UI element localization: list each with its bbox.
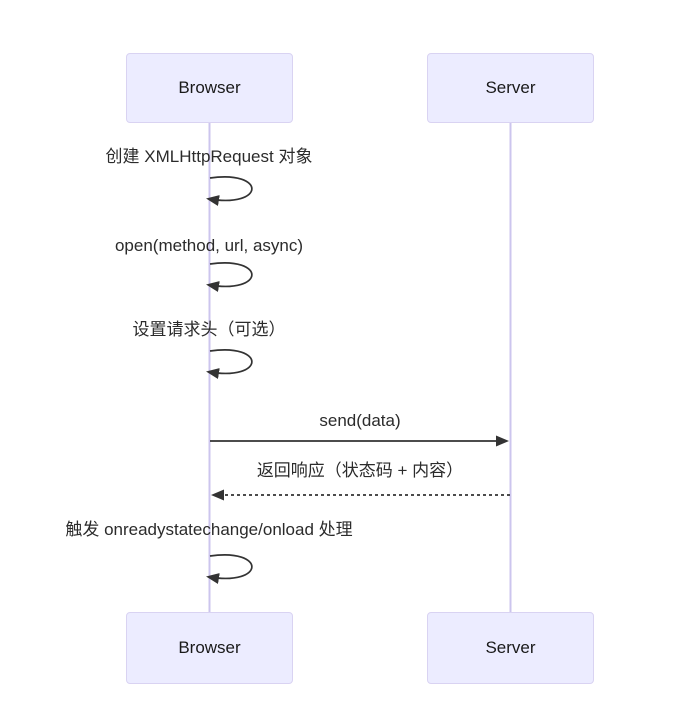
- actor-server-bottom: Server: [427, 612, 594, 684]
- self-loop-set-headers: [206, 349, 253, 379]
- actor-browser-bottom-label: Browser: [178, 638, 241, 657]
- self-loop-callback: [206, 554, 253, 584]
- actor-browser-bottom: Browser: [126, 612, 293, 684]
- message-label-send-data: send(data): [319, 411, 401, 430]
- actor-browser-top-label: Browser: [178, 78, 241, 97]
- actor-server-top: Server: [427, 53, 594, 123]
- self-loop-create-xhr: [206, 176, 253, 206]
- message-label-response: 返回响应（状态码 + 内容）: [256, 461, 464, 480]
- message-label-open: open(method, url, async): [114, 236, 304, 255]
- actor-server-bottom-label: Server: [485, 638, 536, 657]
- actor-browser-top: Browser: [126, 53, 293, 123]
- message-label-set-headers: 设置请求头（可选）: [132, 320, 286, 339]
- self-loop-open: [206, 262, 253, 292]
- message-label-callback: 触发 onreadystatechange/onload 处理: [65, 520, 353, 539]
- message-label-create-xhr: 创建 XMLHttpRequest 对象: [105, 147, 313, 166]
- actor-server-top-label: Server: [485, 78, 536, 97]
